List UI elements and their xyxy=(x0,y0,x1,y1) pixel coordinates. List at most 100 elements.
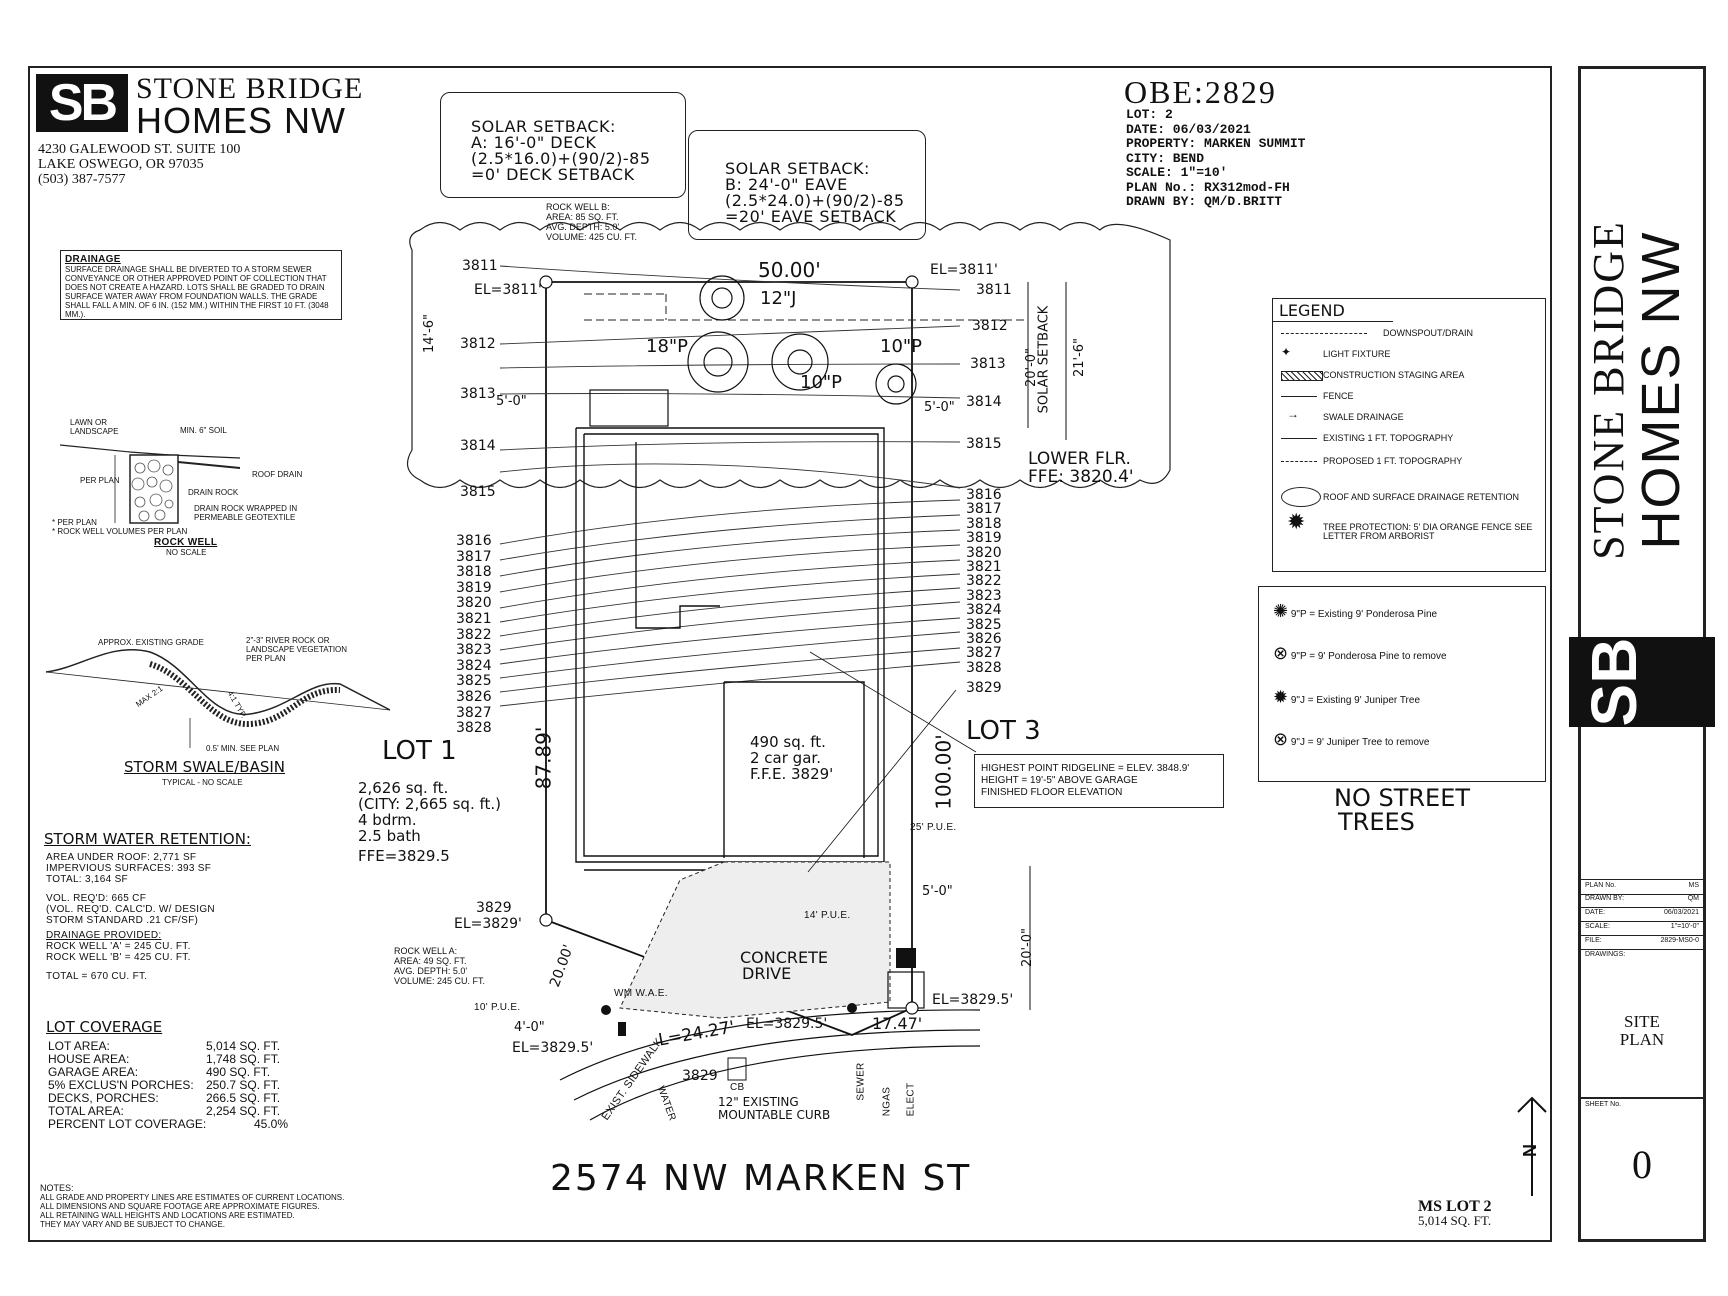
existing-pine-icon: ✺ xyxy=(1273,601,1289,621)
curb-line-2: MOUNTABLE CURB xyxy=(718,1108,831,1122)
tb-drawings: DRAWINGS: xyxy=(1585,951,1626,958)
property-line xyxy=(545,281,913,1036)
tree-legend-text: 9"J = Existing 9' Juniper Tree xyxy=(1290,695,1421,706)
legend-item: ✦LIGHT FIXTURE xyxy=(1281,345,1391,359)
contour-label: 3827 xyxy=(456,704,492,721)
contour-3814-left: 3814 xyxy=(460,438,496,454)
rwb-line: VOLUME: 425 CU. FT. xyxy=(546,232,638,242)
company-name-1: STONE BRIDGE xyxy=(136,72,364,105)
coverage-label: TOTAL AREA: xyxy=(48,1104,124,1118)
coverage-label: LOT AREA: xyxy=(48,1039,110,1053)
solar-b-line: B: 24'-0" EAVE xyxy=(725,175,848,194)
tb-key: FILE: xyxy=(1585,937,1602,944)
contour-label: 3824 xyxy=(456,657,492,674)
legend-item: ✹TREE PROTECTION: 5' DIA ORANGE FENCE SE… xyxy=(1281,511,1543,553)
legend-fence: FENCE xyxy=(1323,391,1354,401)
tree-10p-b: 10"P xyxy=(800,372,843,393)
contour-3811-left: 3811 xyxy=(462,258,498,274)
ms-lot: MS LOT 2 5,014 SQ. FT. xyxy=(1418,1199,1492,1228)
tree-legend-text: 9"J = 9' Juniper Tree to remove xyxy=(1290,737,1430,748)
notes-line: ALL DIMENSIONS AND SQUARE FOOTAGE ARE AP… xyxy=(40,1202,320,1211)
house-footprint xyxy=(575,427,885,871)
tb-value: MS xyxy=(1688,882,1700,889)
lot-1-ffe: FFE=3829.5 xyxy=(358,847,450,865)
arc-short: 17.47' xyxy=(872,1014,923,1033)
top-dimension: 50.00' xyxy=(758,258,821,282)
swale-title: STORM SWALE/BASIN xyxy=(124,758,286,776)
rwa-line: ROCK WELL A: xyxy=(394,946,458,956)
project-date: DATE: 06/03/2021 xyxy=(1126,121,1251,137)
dim-14-6: 14'-6" xyxy=(422,313,438,354)
legend-title: LEGEND xyxy=(1279,301,1345,320)
tree-18p: 18"P xyxy=(646,336,689,357)
topography-lines xyxy=(499,265,961,707)
tb-value: 1"=10'-0" xyxy=(1670,923,1699,930)
notes-line: ALL GRADE AND PROPERTY LINES ARE ESTIMAT… xyxy=(40,1193,345,1202)
contour-label: 3824 xyxy=(966,602,1002,619)
storm-water-retention: AREA UNDER ROOF: 2,771 SF IMPERVIOUS SUR… xyxy=(46,852,215,982)
coverage-row: HOUSE AREA:1,748 SQ. FT. xyxy=(48,1053,318,1066)
tb-value: QM xyxy=(1687,895,1699,902)
contour-label: 3825 xyxy=(966,616,1002,633)
swale-grade: APPROX. EXISTING GRADE xyxy=(98,638,204,647)
no-trees-line-1: NO STREET xyxy=(1334,784,1471,812)
phone: (503) 387-7577 xyxy=(38,172,126,187)
storm-line: (VOL. REQ'D. CALC'D. W/ DESIGN xyxy=(46,904,215,915)
rw-title: ROCK WELL xyxy=(154,537,218,548)
lot-1-city: (CITY: 2,665 sq. ft.) xyxy=(358,795,502,813)
contour-label: 3827 xyxy=(966,645,1002,662)
solar-b-line: =20' EAVE SETBACK xyxy=(725,207,897,226)
contour-label: 3823 xyxy=(456,642,492,659)
tb-title-2: PLAN xyxy=(1619,1030,1665,1049)
contour-label: 3826 xyxy=(456,688,492,705)
storm-line: VOL. REQ'D: 665 CF xyxy=(46,893,147,904)
contours-right: 3816 3817 3818 3819 3820 3821 3822 3823 … xyxy=(966,488,1002,676)
coverage-table: LOT AREA: 5,014 SQ. FT. HOUSE AREA:1,748 … xyxy=(48,1040,318,1131)
tb-brand-1: STONE BRIDGE xyxy=(1584,220,1633,560)
coverage-value: 1,748 SQ. FT. xyxy=(206,1052,281,1066)
remove-juniper-icon: ⊗ xyxy=(1273,729,1289,749)
coverage-row: DECKS, PORCHES:266.5 SQ. FT. xyxy=(48,1092,318,1105)
coverage-value: 45.0% xyxy=(254,1117,289,1131)
lot-1-bdrm: 4 bdrm. xyxy=(358,811,417,829)
tb-row-scale: SCALE:1"=10'-0" xyxy=(1581,921,1703,936)
contour-3812-left: 3812 xyxy=(460,336,496,352)
rw-wrapped: DRAIN ROCK WRAPPED IN PERMEABLE GEOTEXTI… xyxy=(194,504,298,522)
contour-label: 3821 xyxy=(456,610,492,627)
rock-well-b: ROCK WELL B: AREA: 85 SQ. FT. AVG. DEPTH… xyxy=(546,202,637,242)
remove-pine-icon: ⊗ xyxy=(1273,643,1289,663)
coverage-value: 5,014 SQ. FT. xyxy=(206,1039,281,1053)
concrete-drive: CONCRETE DRIVE xyxy=(740,950,828,982)
el-bottom-left: EL=3829' xyxy=(454,916,522,932)
contour-label: 3812 xyxy=(972,318,1008,334)
el-drive: EL=3829.5' xyxy=(746,1016,828,1032)
drive-line-1: CONCRETE xyxy=(740,948,829,967)
garage-info: 490 sq. ft. 2 car gar. F.F.E. 3829' xyxy=(750,734,833,782)
notes-line: THEY MAY VARY AND BE SUBJECT TO CHANGE. xyxy=(40,1220,225,1229)
lot-1-area: 2,626 sq. ft. xyxy=(358,779,449,797)
lower-floor-2: FFE: 3820.4' xyxy=(1028,467,1134,487)
address-line-1: 4230 GALEWOOD ST. SUITE 100 xyxy=(38,142,241,157)
drainage-title: DRAINAGE xyxy=(65,254,121,265)
rwb-line: ROCK WELL B: xyxy=(546,202,610,212)
tree-legend-item: ✹ 9"J = Existing 9' Juniper Tree xyxy=(1273,687,1420,708)
storm-line: DRAINAGE PROVIDED: xyxy=(46,930,162,941)
project-code: OBE:2829 xyxy=(1124,74,1277,110)
legend-item: FENCE xyxy=(1281,392,1543,413)
ridge-line: HEIGHT = 19'-5" ABOVE GARAGE xyxy=(981,775,1138,786)
legend-existing-topo: EXISTING 1 FT. TOPOGRAPHY xyxy=(1323,433,1454,443)
tree-legend-item: ⊗ 9"J = 9' Juniper Tree to remove xyxy=(1273,729,1429,750)
coverage-label: 5% EXCLUS'N PORCHES: xyxy=(48,1078,194,1092)
contour-label: 3828 xyxy=(966,659,1002,676)
deck xyxy=(589,389,669,427)
utility-markers xyxy=(601,948,916,1036)
no-trees-line-2: TREES xyxy=(1338,808,1415,836)
contour-3815-left: 3815 xyxy=(460,484,496,500)
contour-3829-left: 3829 xyxy=(476,900,512,916)
sewer-label: SEWER xyxy=(855,1062,867,1101)
contour-label: 3820 xyxy=(966,544,1002,561)
rw-note-1: * PER PLAN xyxy=(52,518,97,527)
pue-14: 14' P.U.E. xyxy=(804,910,851,921)
elect-label: ELECT xyxy=(905,1082,917,1117)
